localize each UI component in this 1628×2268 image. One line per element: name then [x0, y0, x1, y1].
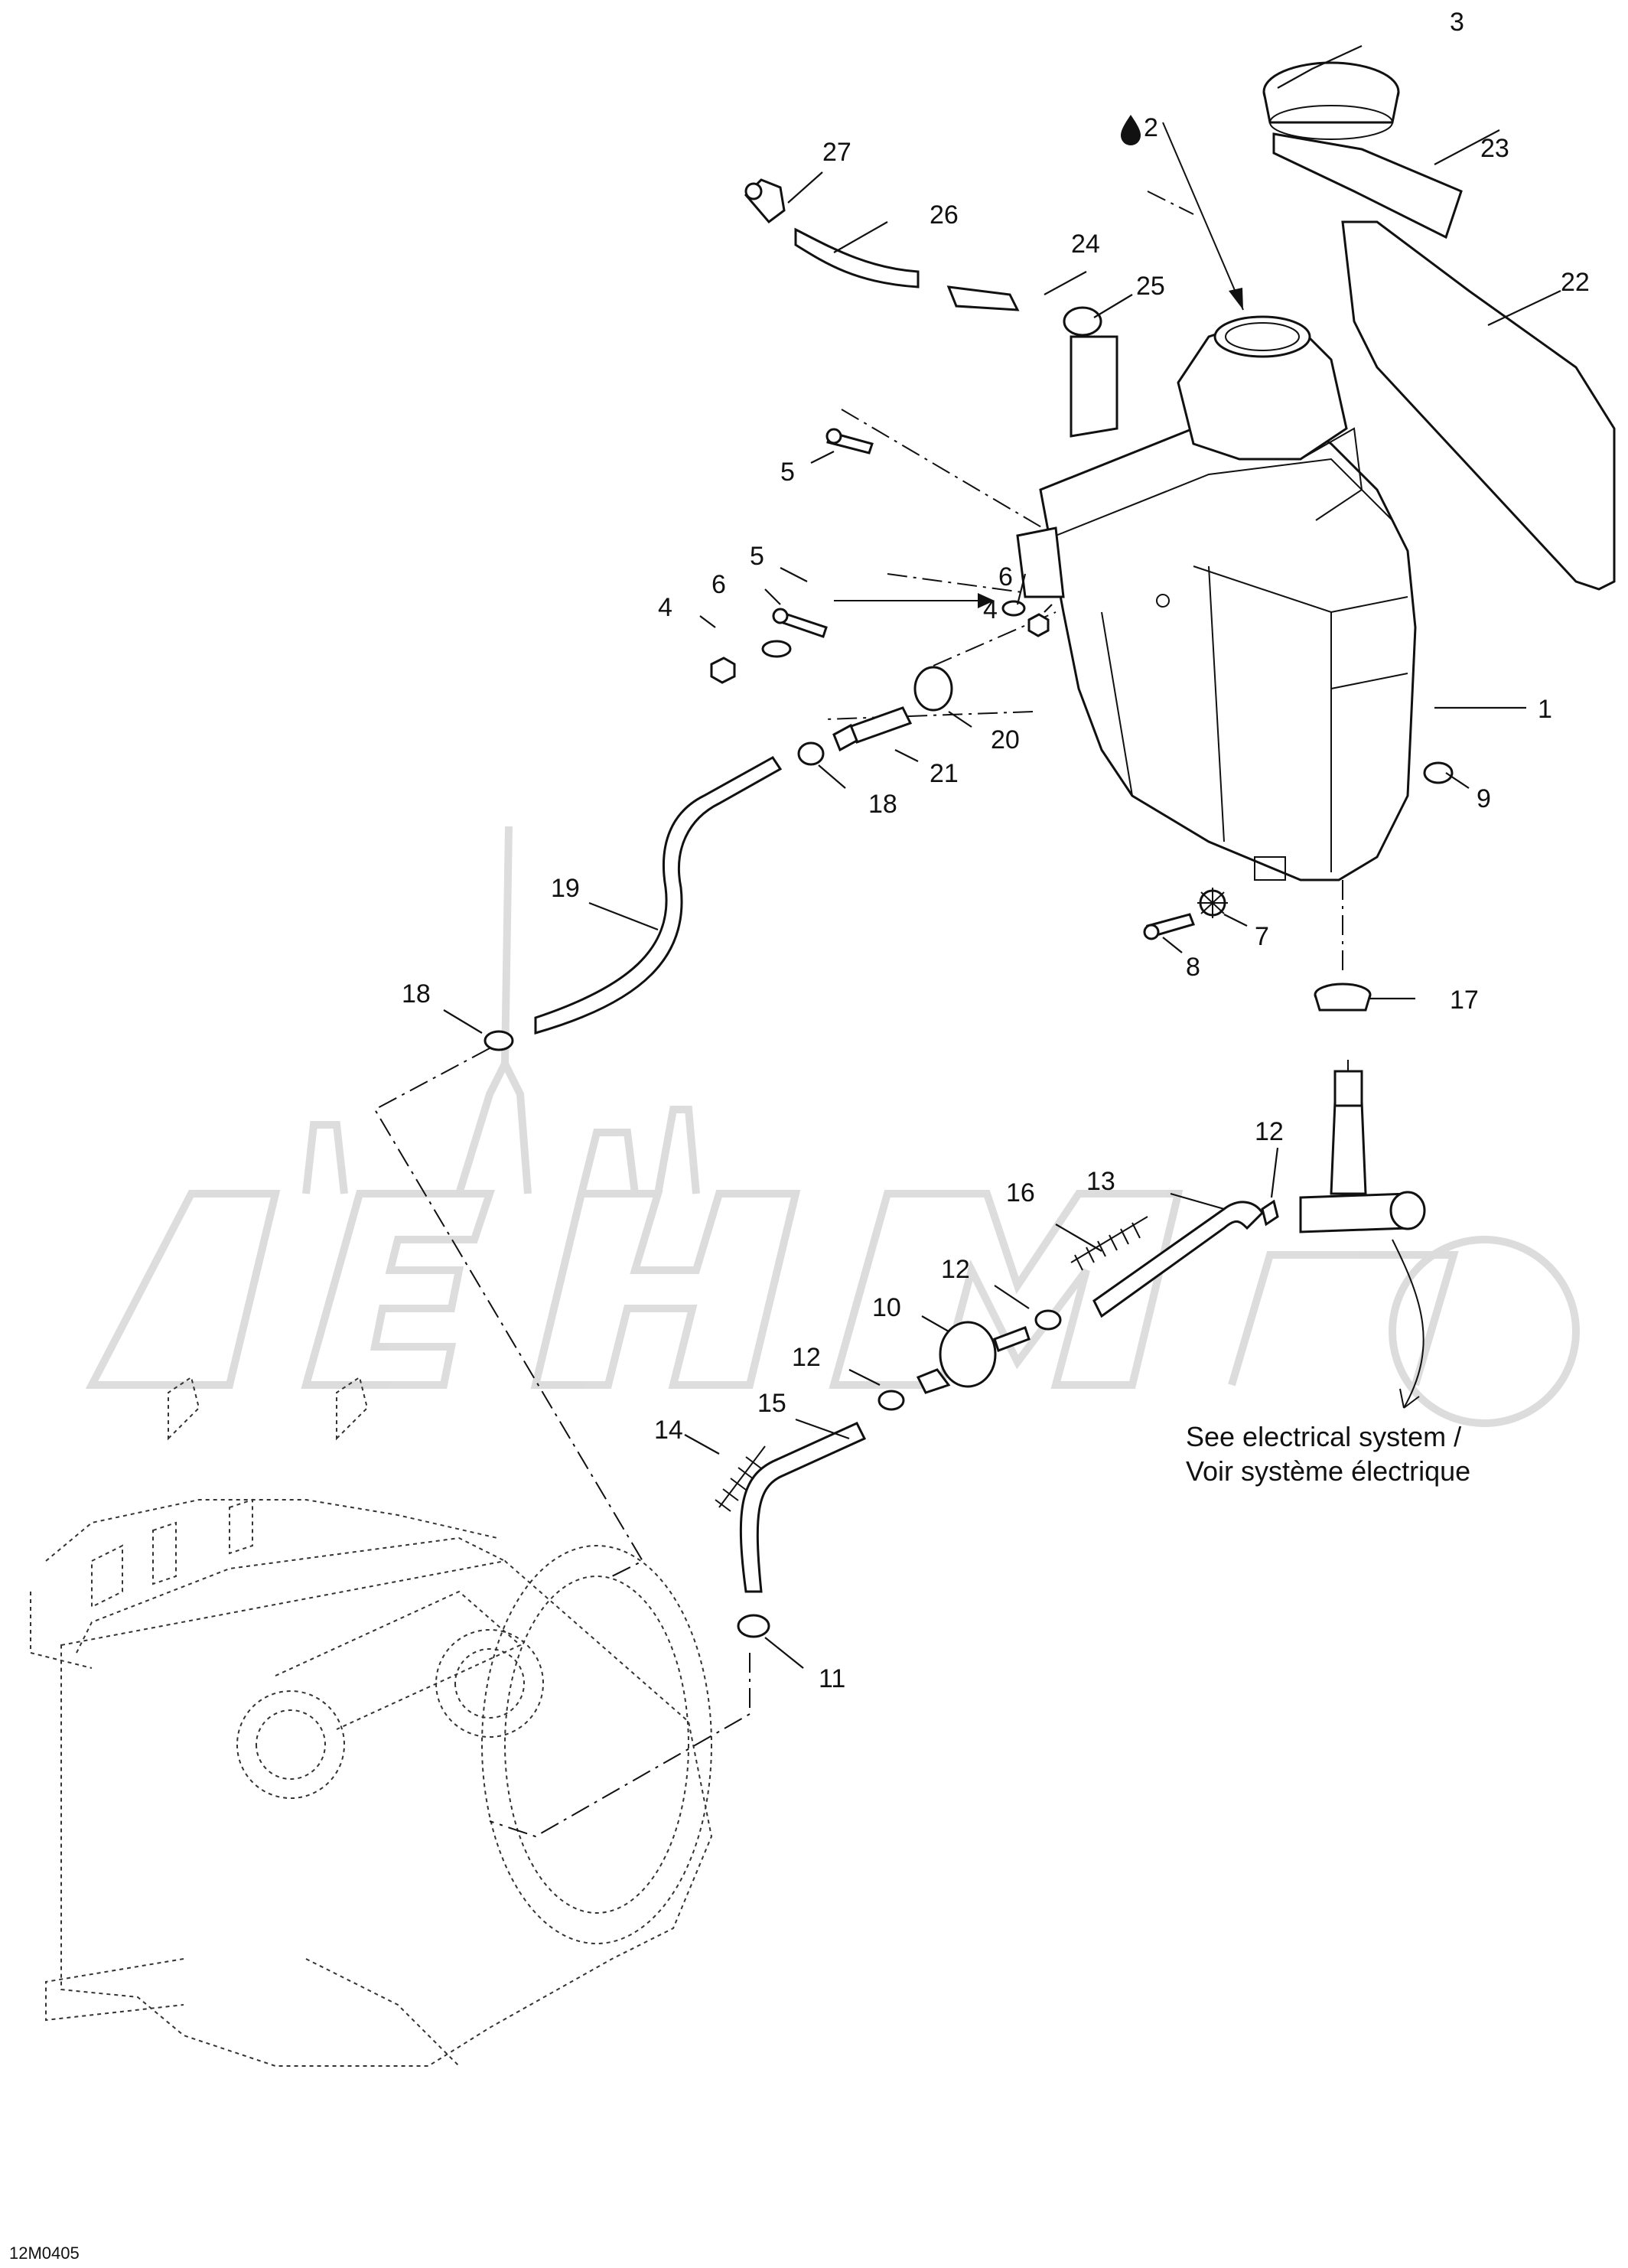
- oil-tank: [1016, 315, 1417, 881]
- callout-6b: 6: [998, 562, 1013, 591]
- callouts: 1 2 3 4 4 5 5 6 6 7 8 9 10 11 12 12 12 1…: [402, 8, 1590, 1693]
- figure-code: 12M0405: [9, 2244, 80, 2263]
- leader-lines: [443, 45, 1561, 1669]
- cap-gasket: [1272, 132, 1463, 240]
- callout-4b: 4: [983, 595, 998, 624]
- callout-6a: 6: [711, 570, 726, 599]
- lower-mount: [1143, 761, 1454, 1012]
- callout-3: 3: [1450, 8, 1464, 37]
- callout-15: 15: [757, 1389, 786, 1418]
- callout-26: 26: [930, 200, 959, 230]
- callout-12c: 12: [792, 1343, 821, 1372]
- callout-9: 9: [1477, 784, 1491, 813]
- callout-16: 16: [1006, 1178, 1035, 1207]
- callout-4a: 4: [658, 593, 672, 622]
- callout-1: 1: [1538, 695, 1552, 724]
- callout-5b: 5: [750, 542, 764, 571]
- callout-12b: 12: [941, 1255, 970, 1284]
- outlet-assembly: [484, 666, 953, 1051]
- callout-23: 23: [1480, 134, 1509, 163]
- vent-assembly: [744, 178, 1102, 337]
- callout-18a: 18: [868, 790, 897, 819]
- note-line-2: Voir système électrique: [1186, 1455, 1470, 1487]
- callout-21: 21: [930, 759, 959, 788]
- oil-cap: [1262, 61, 1400, 140]
- callout-7: 7: [1255, 922, 1269, 951]
- callout-19: 19: [551, 874, 580, 903]
- callout-2: 2: [1144, 113, 1158, 142]
- tank-pad: [1341, 220, 1616, 591]
- drop-icon: [1121, 115, 1141, 145]
- callout-24: 24: [1071, 230, 1100, 259]
- callout-8: 8: [1186, 953, 1200, 982]
- callout-12a: 12: [1255, 1117, 1284, 1146]
- callout-5a: 5: [780, 458, 795, 487]
- callout-22: 22: [1561, 268, 1590, 297]
- callout-14: 14: [654, 1416, 683, 1445]
- callout-18b: 18: [402, 979, 431, 1009]
- engine: [30, 1376, 713, 2067]
- callout-13: 13: [1086, 1167, 1115, 1196]
- callout-20: 20: [991, 725, 1020, 754]
- oil-line-assembly: [715, 1060, 1426, 1638]
- callout-10: 10: [872, 1293, 901, 1322]
- callout-25: 25: [1136, 272, 1165, 301]
- callout-27: 27: [822, 138, 851, 167]
- callout-11: 11: [819, 1664, 845, 1693]
- callout-17: 17: [1450, 986, 1479, 1015]
- fasteners: [710, 428, 1050, 684]
- note-line-1: See electrical system /: [1186, 1421, 1461, 1452]
- watermark: [85, 826, 1580, 1427]
